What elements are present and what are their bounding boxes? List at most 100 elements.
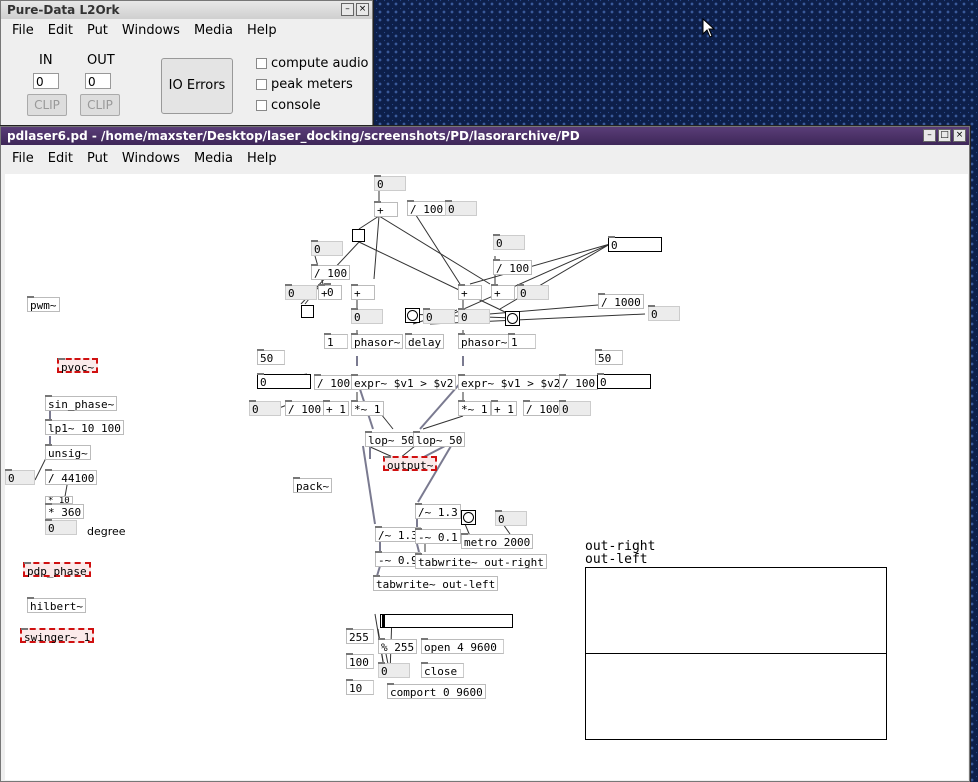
multiply-1-object-left[interactable]: *~ 1 bbox=[351, 400, 384, 416]
peak-meters-checkbox[interactable]: peak meters bbox=[256, 77, 353, 92]
minus-0.1-object[interactable]: -~ 0.1 bbox=[415, 528, 461, 544]
io-errors-button[interactable]: IO Errors bbox=[161, 58, 233, 114]
checkbox-icon[interactable] bbox=[256, 58, 267, 69]
menu-help[interactable]: Help bbox=[246, 151, 277, 166]
delay-object[interactable]: delay bbox=[405, 333, 445, 349]
number-box-r5[interactable]: 0 bbox=[559, 400, 591, 416]
number-box-top[interactable]: 0 bbox=[374, 175, 406, 191]
menu-media[interactable]: Media bbox=[193, 151, 233, 166]
minimize-icon[interactable]: – bbox=[923, 129, 936, 142]
message-255[interactable]: 255 bbox=[346, 628, 374, 644]
plus-1-object-left[interactable]: + 1 bbox=[323, 400, 349, 416]
divide-44100-object[interactable]: / 44100 bbox=[45, 469, 98, 485]
number-box-r3[interactable]: 0 bbox=[648, 305, 680, 321]
bang-delay[interactable] bbox=[405, 308, 420, 323]
menu-edit[interactable]: Edit bbox=[47, 151, 73, 166]
checkbox-icon[interactable] bbox=[256, 79, 267, 90]
number-box-l5[interactable]: 0 bbox=[249, 400, 281, 416]
lp1-object[interactable]: lp1~ 10 100 bbox=[45, 419, 124, 435]
number-box-serial[interactable]: 0 bbox=[378, 662, 410, 678]
plus-object-mid[interactable]: + bbox=[351, 284, 375, 300]
divide-100-object-r3[interactable]: / 100 bbox=[523, 400, 563, 416]
message-1-right[interactable]: 1 bbox=[508, 333, 536, 349]
number-box-top-2[interactable]: 0 bbox=[445, 200, 477, 216]
pvoc-object-broken[interactable]: pvoc~ bbox=[57, 358, 99, 374]
number-box-mid-2[interactable]: 0 bbox=[423, 308, 455, 324]
message-50-left[interactable]: 50 bbox=[257, 349, 285, 365]
number-box-l4[interactable]: 0 bbox=[257, 373, 311, 389]
minus-0.9-object[interactable]: -~ 0.9 bbox=[375, 551, 421, 567]
compute-audio-checkbox[interactable]: compute audio bbox=[256, 56, 369, 71]
message-10[interactable]: 10 bbox=[346, 679, 374, 695]
tabwrite-out-right-object[interactable]: tabwrite~ out-right bbox=[415, 553, 547, 569]
divide-100-object-top[interactable]: / 100 bbox=[407, 200, 447, 216]
number-box-l1[interactable]: 0 bbox=[311, 240, 343, 256]
plus-1-object-right[interactable]: + 1 bbox=[491, 400, 517, 416]
close-icon[interactable]: × bbox=[356, 3, 369, 16]
modulo-255-object[interactable]: % 255 bbox=[378, 638, 418, 654]
message-100[interactable]: 100 bbox=[346, 653, 374, 669]
toggle-top[interactable] bbox=[352, 229, 365, 242]
minimize-icon[interactable]: – bbox=[341, 3, 354, 16]
phasor-object-right[interactable]: phasor~ bbox=[458, 333, 511, 349]
phasor-object-left[interactable]: phasor~ bbox=[351, 333, 404, 349]
number-box-mid[interactable]: 0 bbox=[351, 308, 383, 324]
plus-object-r2[interactable]: + bbox=[491, 284, 515, 300]
pack-object[interactable]: pack~ bbox=[293, 477, 333, 493]
number-box-r2[interactable]: 0 bbox=[517, 284, 549, 300]
in-clip-button[interactable]: CLIP bbox=[27, 94, 67, 116]
divide-100-object-l3[interactable]: / 100 bbox=[285, 400, 325, 416]
divide-1000-object[interactable]: / 1000 bbox=[598, 293, 644, 309]
patch-titlebar[interactable]: pdlaser6.pd - /home/maxster/Desktop/lase… bbox=[1, 127, 969, 145]
patch-canvas[interactable]: pwm~ pvoc~ sin_phase~ lp1~ 10 100 unsig~… bbox=[5, 174, 968, 780]
pdp-phase-object-broken[interactable]: pdp_phase bbox=[23, 562, 91, 578]
horizontal-slider[interactable] bbox=[380, 614, 513, 628]
divide-100-object-r[interactable]: / 100 bbox=[493, 259, 533, 275]
tabwrite-out-left-object[interactable]: tabwrite~ out-left bbox=[373, 575, 499, 591]
divide-1.3-object-right[interactable]: /~ 1.3 bbox=[415, 503, 461, 519]
divide-100-object-l2[interactable]: / 100 bbox=[314, 374, 354, 390]
expr-object-right[interactable]: expr~ $v1 > $v2 bbox=[458, 374, 564, 390]
message-1-left[interactable]: 1 bbox=[324, 333, 348, 349]
multiply-360-object[interactable]: * 360 bbox=[45, 503, 85, 519]
unsig-object[interactable]: unsig~ bbox=[45, 444, 91, 460]
number-box-mid-3[interactable]: 0 bbox=[458, 308, 490, 324]
menu-put[interactable]: Put bbox=[86, 151, 108, 166]
number-box-right-top[interactable]: 0 bbox=[608, 236, 662, 252]
sin-phase-object[interactable]: sin_phase~ bbox=[45, 395, 118, 411]
main-titlebar[interactable]: Pure-Data L2Ork – × bbox=[1, 1, 372, 19]
plus-object-top[interactable]: + bbox=[374, 201, 398, 217]
divide-100-object-l[interactable]: / 100 bbox=[311, 264, 351, 280]
multiply-10-object[interactable]: * 10 bbox=[45, 496, 73, 504]
comport-object[interactable]: comport 0 9600 bbox=[387, 683, 486, 699]
menu-file[interactable]: File bbox=[12, 151, 34, 166]
open-message[interactable]: open 4 9600 bbox=[421, 638, 504, 654]
left-number-box[interactable]: 0 bbox=[5, 469, 35, 485]
out-clip-button[interactable]: CLIP bbox=[80, 94, 120, 116]
maximize-icon[interactable]: □ bbox=[938, 129, 951, 142]
number-box-lower[interactable]: 0 bbox=[495, 510, 527, 526]
lop-object-left[interactable]: lop~ 50 bbox=[365, 431, 418, 447]
close-message[interactable]: close bbox=[421, 662, 465, 678]
menu-media[interactable]: Media bbox=[193, 23, 233, 38]
menu-windows[interactable]: Windows bbox=[121, 23, 180, 38]
divide-1.3-object-left[interactable]: /~ 1.3 bbox=[375, 526, 421, 542]
bang-metro[interactable] bbox=[461, 510, 476, 525]
plus-object-l[interactable]: + bbox=[318, 284, 342, 300]
array-graph-out-right[interactable] bbox=[585, 567, 887, 654]
hilbert-object[interactable]: hilbert~ bbox=[27, 597, 86, 613]
output-object-broken[interactable]: output~ bbox=[383, 456, 438, 472]
degree-number-box[interactable]: 0 bbox=[45, 519, 77, 535]
lop-object-right[interactable]: lop~ 50 bbox=[413, 431, 466, 447]
message-50-right[interactable]: 50 bbox=[595, 349, 623, 365]
swinger-object-broken[interactable]: swinger~ 1 bbox=[20, 628, 95, 644]
divide-100-object-r2[interactable]: / 100 bbox=[559, 374, 599, 390]
menu-put[interactable]: Put bbox=[86, 23, 108, 38]
metro-object[interactable]: metro 2000 bbox=[461, 533, 534, 549]
checkbox-icon[interactable] bbox=[256, 100, 267, 111]
menu-file[interactable]: File bbox=[12, 23, 34, 38]
bang-right[interactable] bbox=[505, 311, 520, 326]
console-checkbox[interactable]: console bbox=[256, 98, 321, 113]
expr-object-left[interactable]: expr~ $v1 > $v2 bbox=[351, 374, 457, 390]
menu-windows[interactable]: Windows bbox=[121, 151, 180, 166]
